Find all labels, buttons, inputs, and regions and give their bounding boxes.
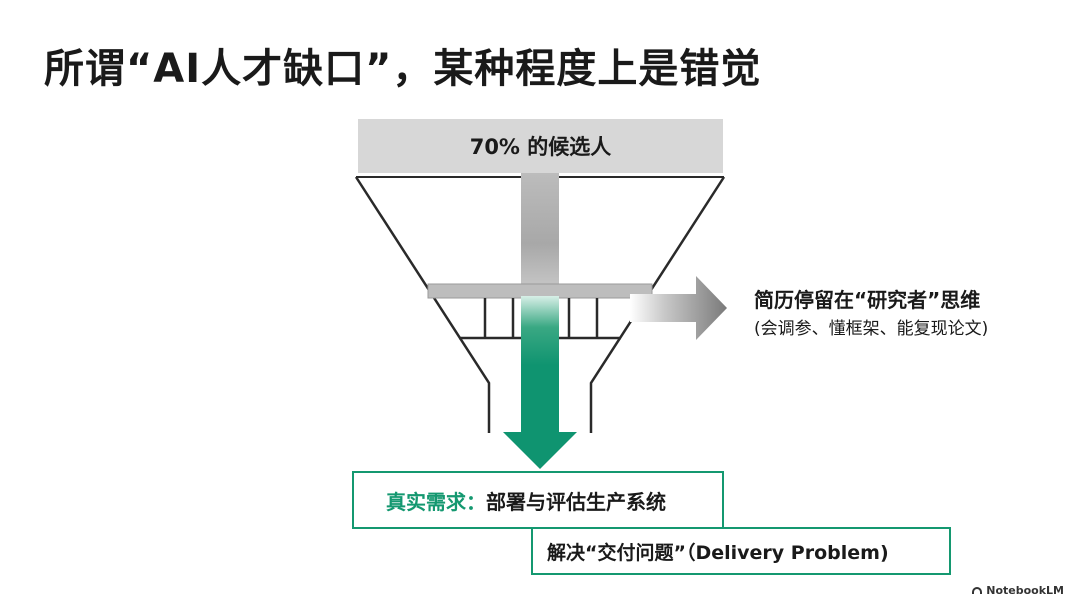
gray-flow-stem [521,173,559,291]
brand-name: NotebookLM [986,584,1064,597]
funnel-outline-right [589,176,726,433]
reject-arrow [630,276,727,340]
funnel-outline-left [354,176,491,433]
real-need-box: 真实需求： 部署与评估生产系统 [352,471,724,529]
real-need-text: 部署与评估生产系统 [486,489,666,514]
reject-reason-detail: (会调参、懂框架、能复现论文) [754,319,989,339]
reject-reason-title: 简历停留在“研究者”思维 [754,288,981,312]
funnel-top-label: 70% 的候选人 [469,135,612,159]
brand-watermark: NotebookLM [972,584,1064,597]
funnel-top-bar: 70% 的候选人 [358,119,723,173]
page-title: 所谓“AI人才缺口”，某种程度上是错觉 [44,46,762,92]
real-need-label: 真实需求： [386,489,486,514]
notebooklm-logo-icon [972,587,983,594]
solution-box: 解决“交付问题”（Delivery Problem) [531,527,951,575]
filter-bar [427,283,653,299]
output-arrow [503,296,577,469]
solution-text: 解决“交付问题”（Delivery Problem) [547,541,889,564]
